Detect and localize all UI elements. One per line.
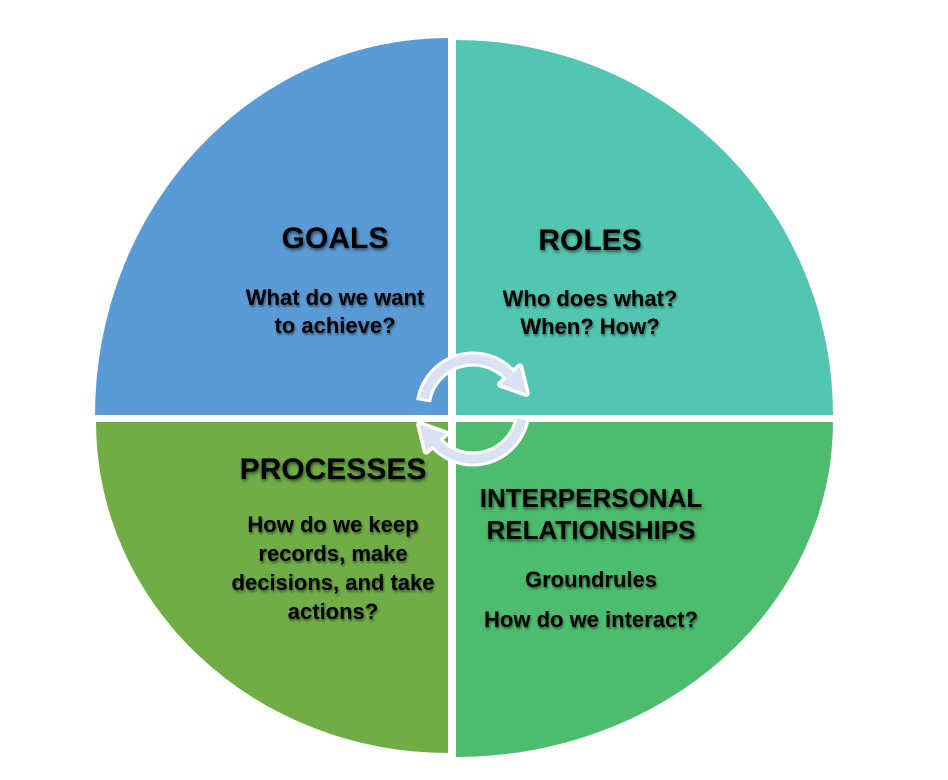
quadrant-goals-body: What do we want to achieve?: [245, 285, 425, 338]
quadrant-processes-body: How do we keep records, make decisions, …: [231, 512, 435, 624]
quadrant-interpersonal-textblock: INTERPERSONAL RELATIONSHIPS Groundrules …: [441, 482, 741, 634]
cycle-arrow-fill-head: [500, 366, 527, 394]
quadrant-interpersonal-title: INTERPERSONAL RELATIONSHIPS: [479, 483, 703, 545]
quadrant-roles-title: ROLES: [538, 224, 642, 257]
quadrant-processes-shape: [96, 422, 448, 753]
cycle-arrow-fill-arc: [419, 354, 514, 400]
cycle-arrow-half: [416, 351, 530, 403]
quadrant-roles-shape: [456, 40, 833, 415]
quadrant-roles-body: Who does what? When? How?: [502, 286, 678, 339]
quadrant-goals-shape: [95, 38, 448, 415]
cycle-arrows-icon: [416, 351, 530, 459]
quadrant-interpersonal-shape: [456, 422, 833, 757]
quadrant-roles-textblock: ROLES Who does what? When? How?: [440, 223, 740, 341]
quadrant-goals-title: GOALS: [281, 222, 389, 255]
quadrant-interpersonal-body-groundrules: Groundrules: [524, 567, 657, 592]
quadrant-goals-textblock: GOALS What do we want to achieve?: [150, 221, 520, 340]
quadrant-processes-title: PROCESSES: [239, 453, 427, 486]
quadrant-processes-textblock: PROCESSES How do we keep records, make d…: [183, 452, 483, 626]
quadrant-interpersonal-body-interact: How do we interact?: [484, 607, 698, 632]
